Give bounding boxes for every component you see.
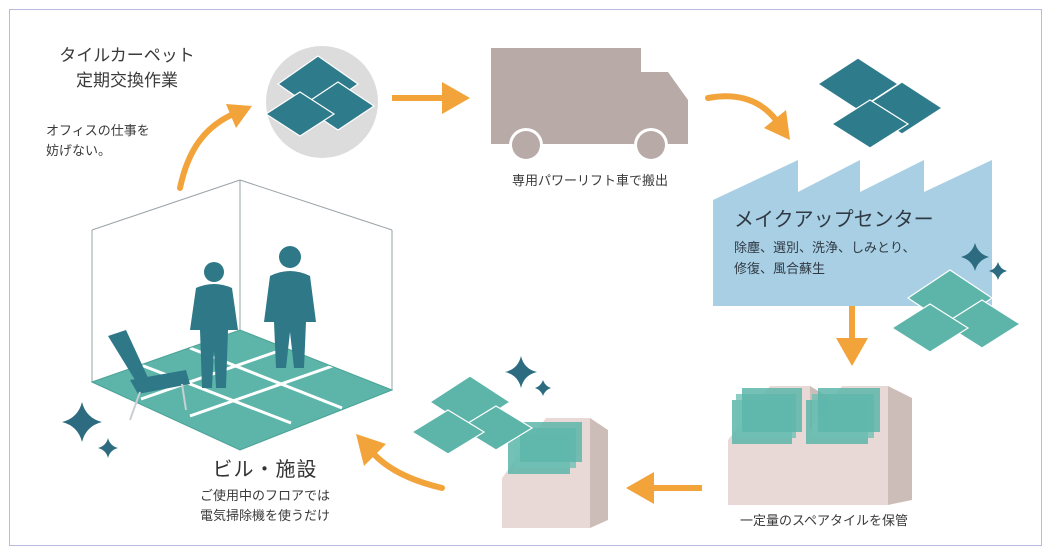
top-title: タイルカーペット 定期交換作業: [44, 44, 210, 93]
building-desc-line1: ご使用中のフロアでは: [199, 489, 330, 504]
tile-stack-icon: [816, 57, 944, 149]
office-note: オフィスの仕事を 妨げない。: [46, 122, 150, 162]
building-desc-line2: 電気掃除機を使うだけ: [199, 509, 330, 525]
makeup-desc-line1: 除塵、選別、洗浄、しみとり、: [734, 241, 916, 256]
arrow-icon: [836, 338, 868, 366]
truck-icon: [491, 48, 688, 162]
top-title-line1: タイルカーペット: [59, 46, 195, 66]
sparkle-icon: [961, 243, 1007, 280]
makeup-desc-line2: 修復、風合蘇生: [734, 261, 826, 277]
arrow-icon: [177, 109, 241, 191]
arrow-icon: [226, 104, 252, 128]
building-title: ビル・施設: [212, 457, 318, 481]
arrow-icon: [764, 110, 790, 140]
arrow-icon: [705, 93, 779, 123]
storage-box-icon: [802, 386, 912, 505]
truck-caption: 専用パワーリフト車で搬出: [511, 174, 668, 189]
diagram-frame: [9, 9, 1042, 546]
arrow-icon: [442, 82, 470, 114]
room-icon: [90, 179, 394, 451]
tile-stack-icon: [264, 46, 378, 158]
sparkle-icon: [62, 402, 118, 458]
factory-icon: [713, 160, 992, 306]
makeup-title: メイクアップセンター: [734, 207, 934, 231]
tile-stack-icon: [410, 375, 534, 455]
arrow-icon: [356, 434, 386, 466]
top-title-line2: 定期交換作業: [76, 70, 178, 91]
office-note-line1: オフィスの仕事を: [46, 124, 150, 139]
sparkle-icon: [505, 356, 551, 396]
building-label: ビル・施設 ご使用中のフロアでは 電気掃除機を使うだけ: [160, 456, 370, 527]
chair-icon: [108, 330, 190, 421]
makeup-center: メイクアップセンター 除塵、選別、洗浄、しみとり、 修復、風合蘇生: [734, 206, 934, 281]
person-icon: [264, 246, 316, 368]
person-icon: [190, 262, 238, 388]
storage-box-icon: [502, 418, 608, 528]
office-note-line2: 妨げない。: [46, 144, 112, 160]
arrow-icon: [369, 449, 445, 491]
storage-caption: 一定量のスペアタイルを保管: [739, 514, 909, 529]
arrow-icon: [626, 472, 654, 504]
tile-stack-icon: [890, 269, 1022, 353]
